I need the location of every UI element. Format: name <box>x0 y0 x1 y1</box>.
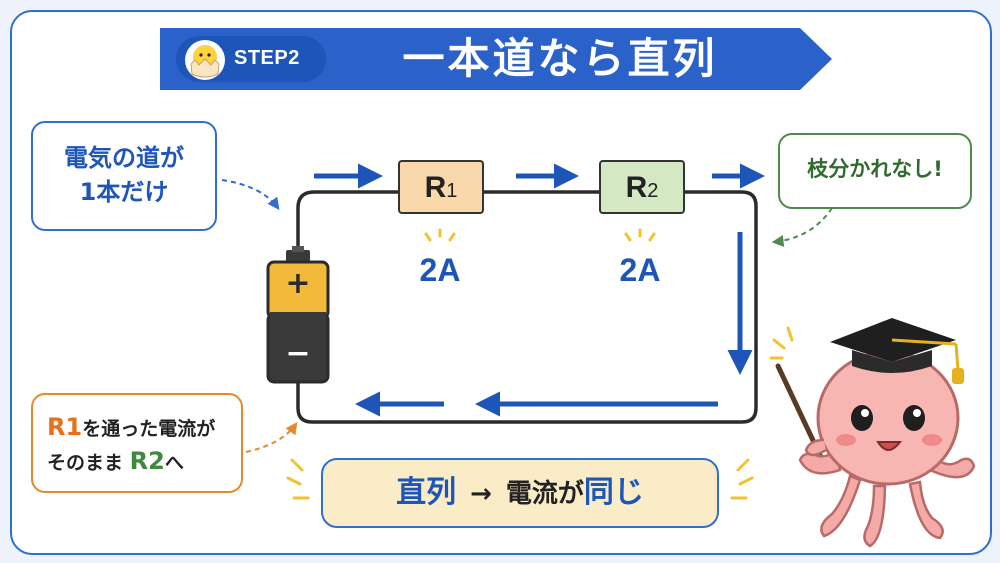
chick-in-egg-icon <box>185 40 225 80</box>
summary-arrow: → <box>470 479 492 509</box>
r1-label: R <box>424 171 447 204</box>
callout-arrow <box>245 422 298 453</box>
callout-arrow <box>771 207 833 247</box>
battery-minus: − <box>285 336 311 371</box>
battery-icon <box>266 246 330 384</box>
battery-plus: + <box>285 266 311 301</box>
r1-current: 2A <box>419 252 461 288</box>
sparkle-icon <box>286 228 754 500</box>
summary-current: 電流が <box>505 479 584 509</box>
step-label: STEP2 <box>234 47 300 69</box>
summary-same: 同じ <box>583 475 644 510</box>
note-r1: R1 <box>47 413 83 441</box>
summary-series: 直列 <box>396 475 457 510</box>
resistor-r1: R1 <box>398 160 484 214</box>
resistor-r2: R2 <box>599 160 685 214</box>
note-flow-post: へ <box>164 452 184 474</box>
callout-arrow <box>221 179 280 210</box>
page-title: 一本道なら直列 <box>402 34 718 83</box>
r2-label: R <box>625 171 648 204</box>
single-path-line2: 1本だけ <box>79 178 169 206</box>
single-path-note: 電気の道が 1本だけ <box>31 121 217 231</box>
r1-subscript: 1 <box>446 180 458 202</box>
note-flow-mid: を通った電流が <box>82 418 216 440</box>
summary-box: 直列 → 電流が同じ <box>321 458 719 528</box>
no-branch-note: 枝分かれなし! <box>778 133 972 209</box>
same-current-note: R1を通った電流が そのまま R2へ <box>31 393 243 493</box>
single-path-line1: 電気の道が <box>64 144 184 172</box>
octopus-professor-icon <box>770 318 976 548</box>
title-banner <box>160 28 832 90</box>
note-r2: R2 <box>129 447 165 475</box>
note-flow-pre: そのまま <box>47 452 124 474</box>
r2-subscript: 2 <box>647 180 659 202</box>
circuit-wire <box>296 190 758 424</box>
r2-current: 2A <box>619 252 661 288</box>
